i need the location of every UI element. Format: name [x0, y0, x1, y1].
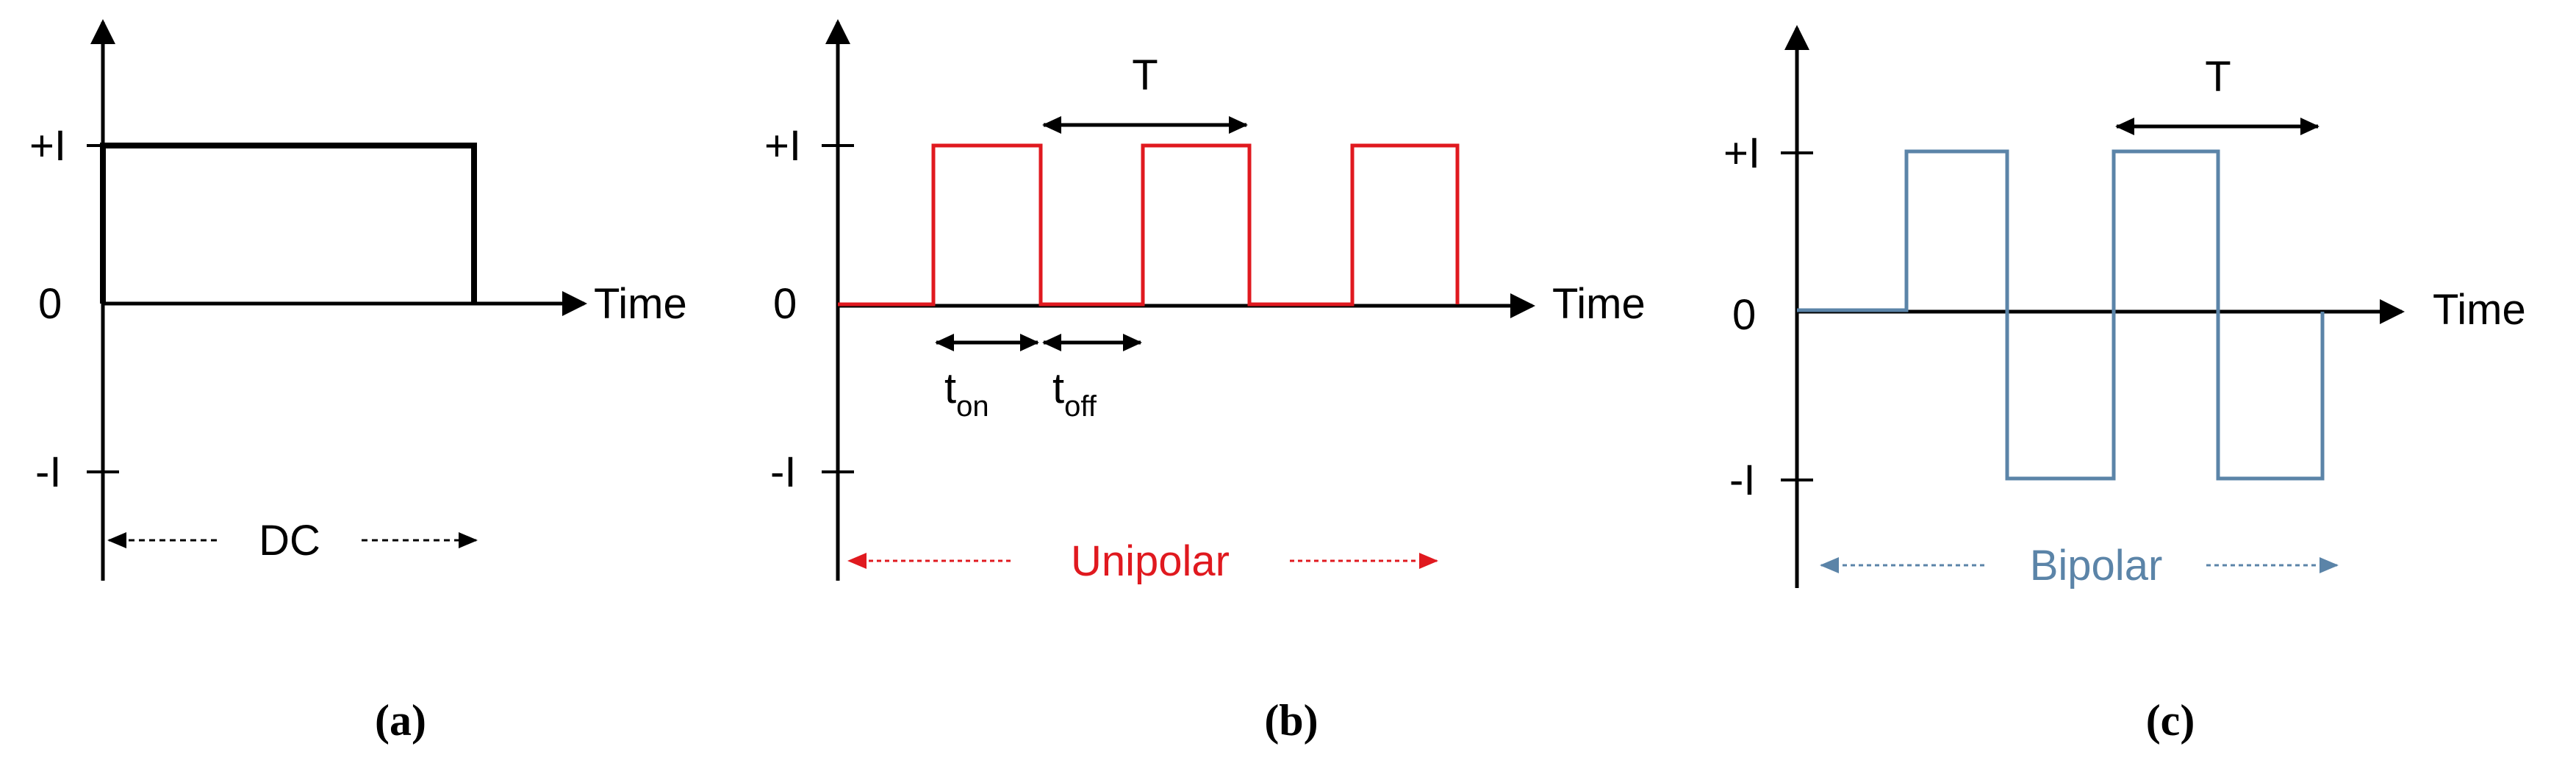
panel-c-x-label: Time: [2433, 286, 2526, 334]
panel-a-label-minus-i: -I: [35, 448, 61, 496]
panel-a-dc: +I 0 -I Time DC: [29, 19, 687, 581]
panel-b-label-minus-i: -I: [770, 448, 796, 496]
panel-b-t-on-base: t: [944, 365, 956, 412]
panel-b-unipolar: +I 0 -I Time T ton toff Unipolar: [764, 19, 1646, 585]
caption-b: (b): [1264, 696, 1318, 745]
panel-b-t-off-base: t: [1052, 365, 1064, 412]
panel-a-label-plus-i: +I: [29, 122, 66, 170]
panel-a-x-label: Time: [594, 280, 687, 328]
panel-b-t-on-label: ton: [944, 365, 989, 423]
panel-c-span-label: Bipolar: [2030, 542, 2163, 590]
panel-c-bipolar-waveform: [1797, 149, 2325, 481]
panel-b-label-plus-i: +I: [764, 122, 801, 170]
panel-b-period-label: T: [1132, 51, 1158, 99]
panel-b-t-on-sub: on: [956, 390, 989, 423]
panel-b-span-label: Unipolar: [1071, 537, 1230, 585]
panel-a-span-label: DC: [259, 517, 320, 565]
panel-c-label-plus-i: +I: [1723, 129, 1760, 177]
panel-b-t-off-label: toff: [1052, 365, 1097, 423]
panel-a-label-zero: 0: [38, 280, 62, 328]
panel-b-label-zero: 0: [773, 280, 797, 328]
panel-c-label-zero: 0: [1732, 291, 1756, 339]
panel-a-dc-waveform: [100, 143, 477, 304]
panel-b-t-off-sub: off: [1064, 390, 1097, 423]
caption-a: (a): [375, 696, 426, 745]
panel-c-period-label: T: [2205, 53, 2231, 101]
panel-b-unipolar-waveform: [838, 143, 1460, 307]
caption-c: (c): [2146, 696, 2195, 745]
panel-c-bipolar: +I 0 -I Time T Bipolar: [1723, 25, 2526, 590]
panel-b-x-label: Time: [1552, 280, 1646, 328]
panel-c-label-minus-i: -I: [1729, 456, 1755, 504]
